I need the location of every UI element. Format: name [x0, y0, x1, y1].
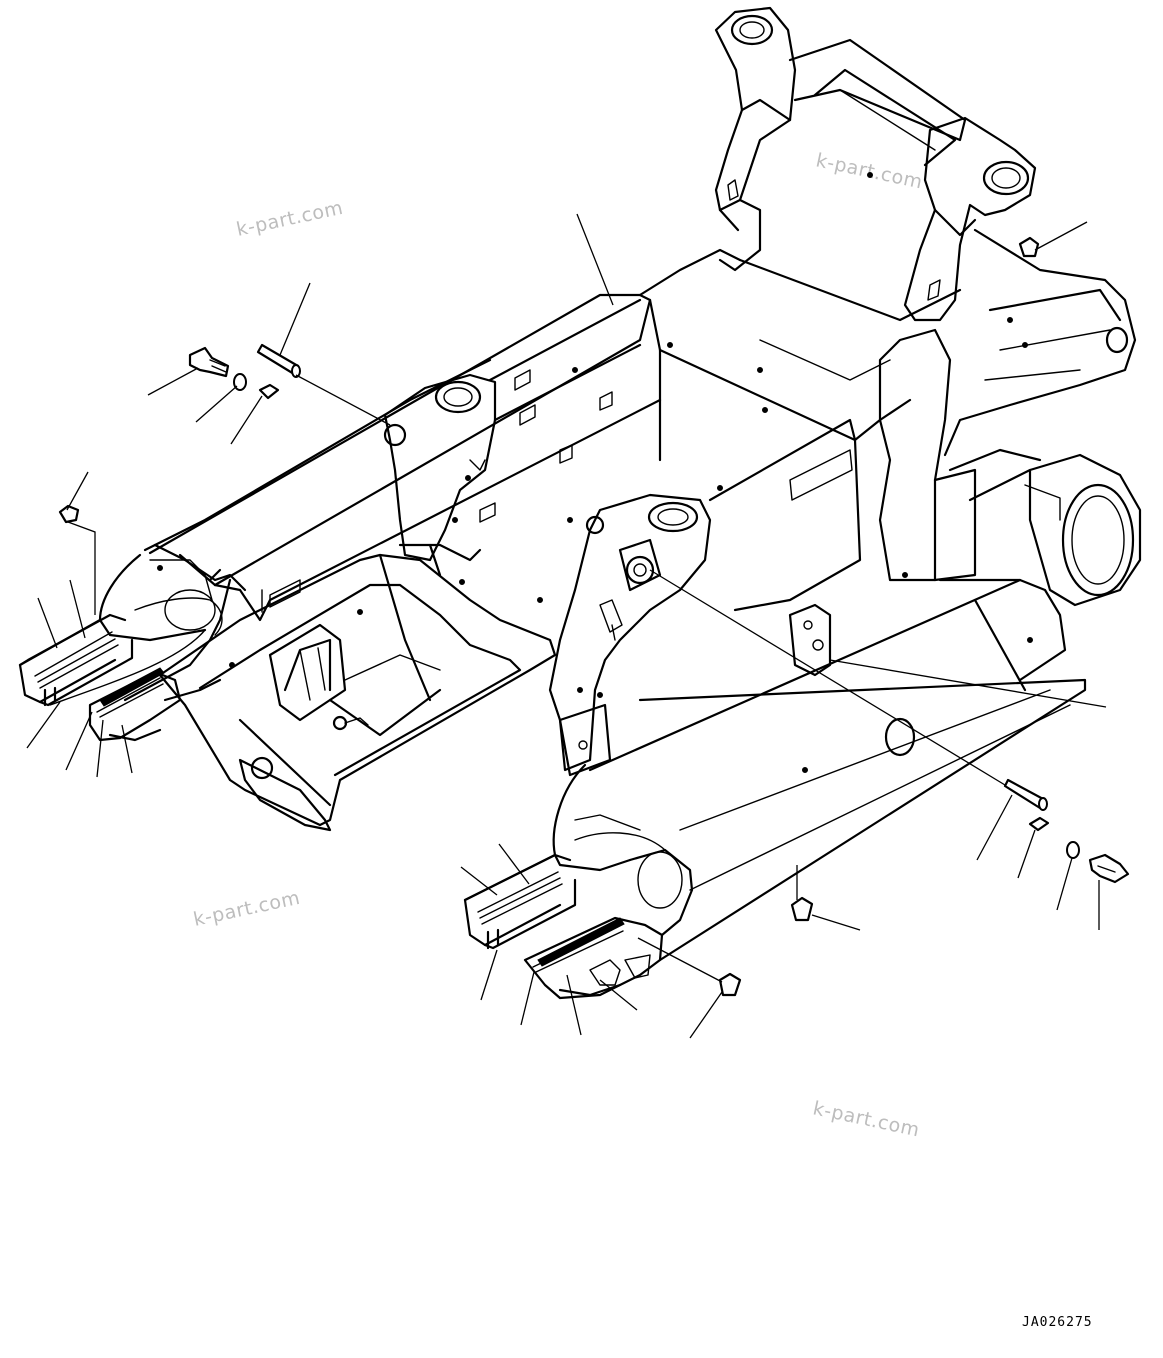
rear-frame: [714, 6, 1142, 607]
watermark: k-part.com: [234, 197, 345, 241]
drawing-code: JA026275: [1022, 1315, 1093, 1330]
watermark: k-part.com: [191, 887, 302, 931]
left-frame: [143, 298, 642, 832]
watermark: k-part.com: [811, 1097, 922, 1141]
right-skid: [463, 763, 694, 1000]
main-beam: [148, 248, 1087, 962]
loose-parts: [58, 236, 1130, 997]
left-skid: [18, 553, 232, 742]
center-casting: [548, 493, 832, 777]
detail-dots: [157, 172, 1033, 773]
watermark: k-part.com: [814, 149, 925, 193]
leader-lines: [26, 213, 1107, 1039]
